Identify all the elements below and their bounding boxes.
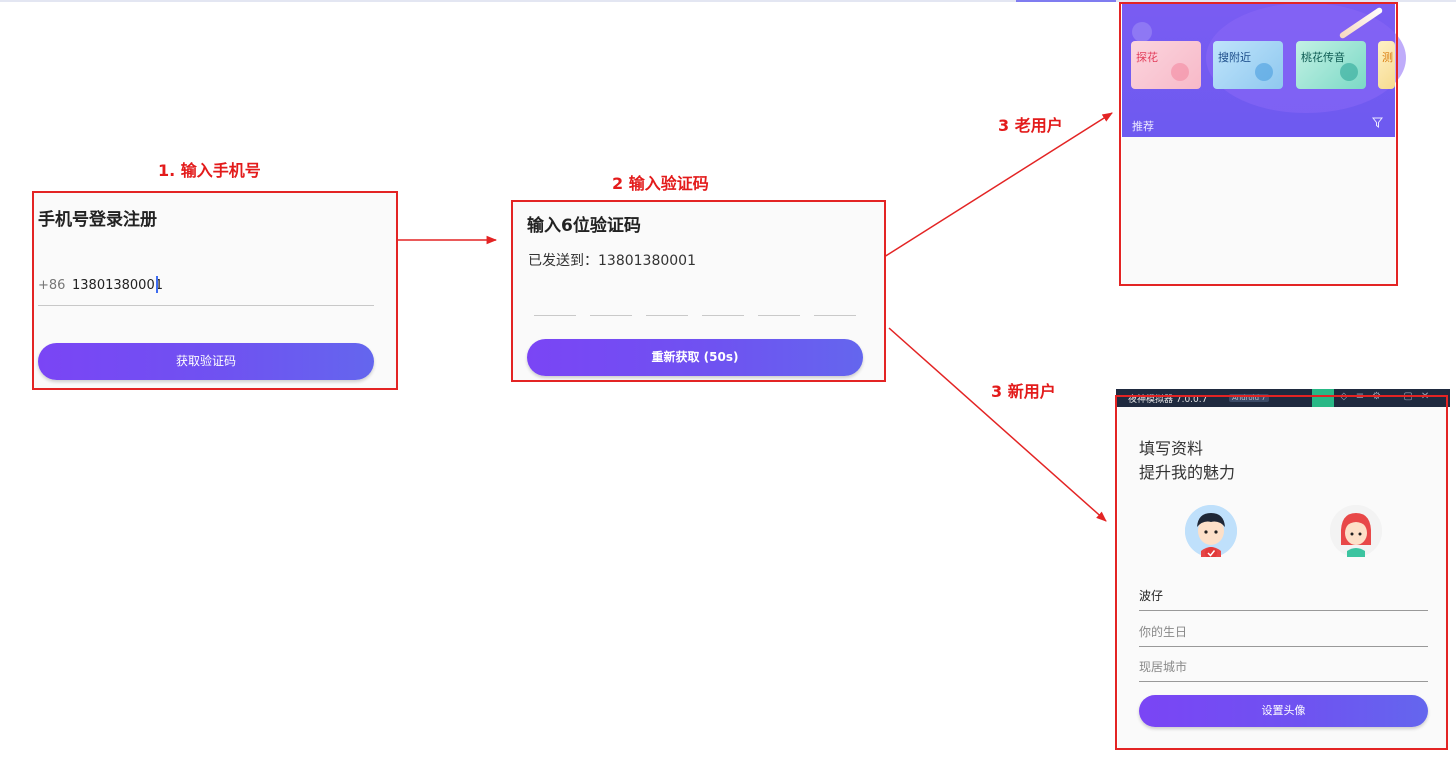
code-slot[interactable] [590,315,632,316]
female-avatar-icon[interactable] [1330,505,1382,557]
card-label: 测 [1382,51,1393,64]
card-label: 桃花传音 [1301,51,1345,64]
arrow-step2-to-new-user [888,327,1107,522]
city-underline [1139,681,1428,682]
code-sent-to: 已发送到：13801380001 [528,253,696,269]
card-label: 搜附近 [1218,51,1251,64]
card-illustration [1340,63,1358,81]
nickname-input[interactable]: 波仔 [1139,589,1164,603]
profile-screen [1118,407,1446,748]
male-avatar-icon[interactable] [1185,505,1237,559]
arrow-step2-to-old-user [883,112,1113,258]
filter-icon[interactable] [1371,117,1384,131]
highlight-frame-step1 [32,191,398,390]
city-input[interactable]: 现居城市 [1139,660,1188,674]
caption-step1: 1. 输入手机号 [158,161,261,180]
emulator-title: 夜神模拟器 7.0.0.7 [1128,395,1208,405]
card-illustration [1171,63,1189,81]
phone-input[interactable]: 13801380001 [72,278,163,293]
card-illustration [1255,63,1273,81]
highlight-frame-old-user [1119,2,1398,286]
nickname-underline [1139,610,1428,611]
code-slot[interactable] [646,315,688,316]
birthday-underline [1139,646,1428,647]
phone-input-underline [38,305,374,306]
highlight-frame-step2 [511,200,886,382]
caption-step2: 2 输入验证码 [612,174,709,193]
profile-heading-1: 填写资料 [1139,439,1204,458]
set-avatar-button[interactable]: 设置头像 [1139,695,1428,727]
text-caret [156,276,158,293]
emulator-titlebar [1116,389,1450,407]
feature-card-voice[interactable]: 桃花传音 [1296,41,1366,89]
caption-old-user: 3 老用户 [998,116,1063,135]
code-slot[interactable] [814,315,856,316]
card-label: 探花 [1136,51,1158,64]
login-title: 手机号登录注册 [38,210,157,230]
feature-card-test[interactable]: 测 [1378,41,1395,89]
code-slot[interactable] [758,315,800,316]
resend-code-button[interactable]: 重新获取 (50s) [527,339,863,376]
code-slot[interactable] [534,315,576,316]
highlight-frame-new-user [1115,395,1448,750]
code-slot[interactable] [702,315,744,316]
feature-card-nearby[interactable]: 搜附近 [1213,41,1283,89]
feature-card-tanhua[interactable]: 探花 [1131,41,1201,89]
android-badge: Android 7 [1229,394,1269,402]
caption-new-user: 3 新用户 [991,382,1056,401]
code-title: 输入6位验证码 [527,216,641,236]
get-code-button[interactable]: 获取验证码 [38,343,374,380]
country-code[interactable]: +86 [38,278,66,293]
recommend-tab[interactable]: 推荐 [1132,120,1154,133]
birthday-input[interactable]: 你的生日 [1139,625,1188,639]
profile-heading-2: 提升我的魅力 [1139,463,1236,482]
home-content [1122,137,1395,284]
emulator-gift-icon[interactable] [1312,389,1334,407]
top-border [0,0,1456,2]
header-circle [1132,22,1152,42]
top-accent [1016,0,1116,2]
